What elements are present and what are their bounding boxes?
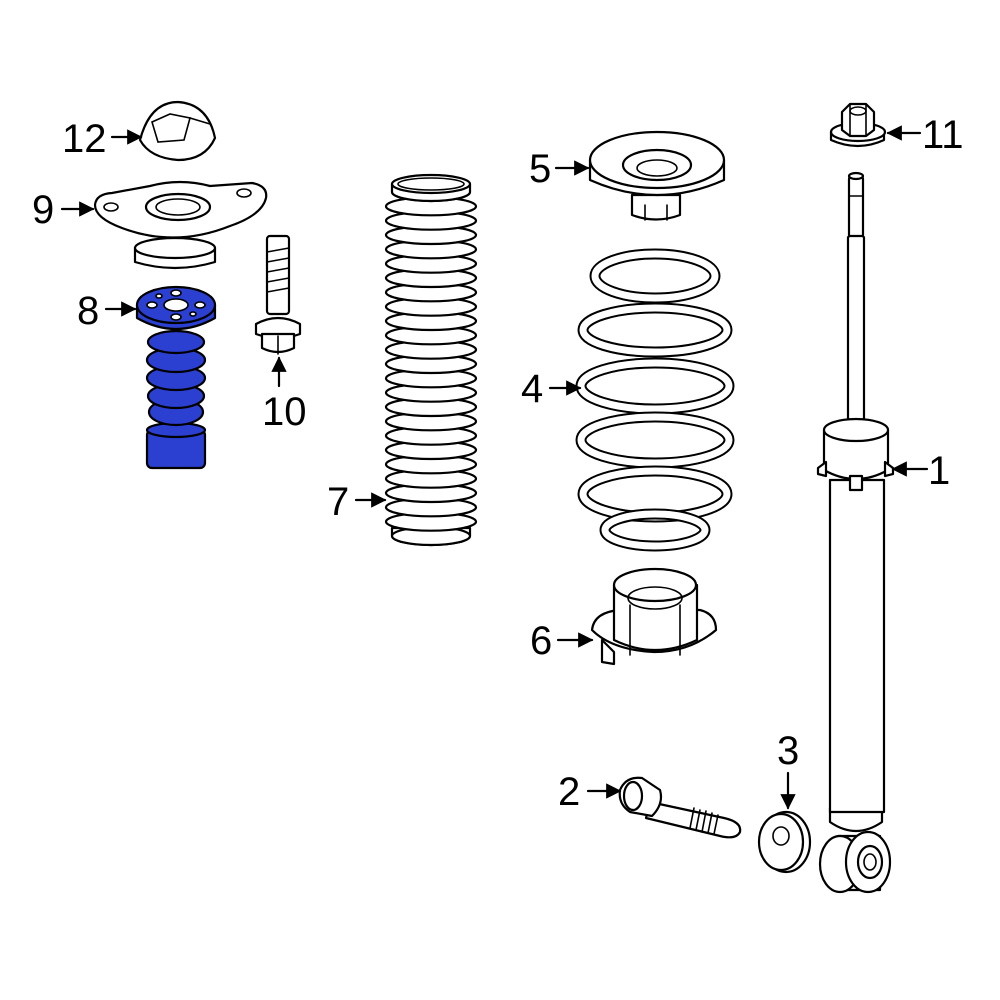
part-11-nut[interactable]: [829, 102, 887, 148]
callout-1: 1: [928, 449, 950, 493]
part-10-stud[interactable]: [254, 234, 302, 355]
part-7-dust-boot[interactable]: [384, 173, 478, 547]
part-8-bump-stop[interactable]: [135, 285, 217, 470]
part-4-coil-spring[interactable]: [575, 248, 735, 552]
part-2-bolt[interactable]: [618, 776, 742, 839]
callout-7: 7: [327, 480, 349, 524]
part-3-washer[interactable]: [757, 810, 812, 874]
callout-8: 8: [77, 289, 99, 333]
part-5-upper-spring-seat[interactable]: [588, 130, 726, 221]
callout-6: 6: [530, 619, 552, 663]
callout-labels: 12 9 8 10 7 5 4 6 11 1 2 3: [32, 113, 964, 814]
callout-3: 3: [777, 729, 799, 773]
callout-10: 10: [262, 390, 307, 434]
callout-4: 4: [521, 367, 543, 411]
part-9-upper-mount[interactable]: [93, 180, 268, 270]
callout-5: 5: [529, 147, 551, 191]
leader-arrows: [60, 125, 929, 810]
part-1-shock-absorber[interactable]: [816, 171, 895, 894]
callout-11: 11: [922, 113, 964, 157]
callout-9: 9: [32, 188, 54, 232]
callout-2: 2: [558, 770, 580, 814]
callout-12: 12: [62, 117, 107, 161]
part-12-cap[interactable]: [138, 100, 217, 162]
part-6-lower-spring-seat[interactable]: [590, 567, 718, 666]
